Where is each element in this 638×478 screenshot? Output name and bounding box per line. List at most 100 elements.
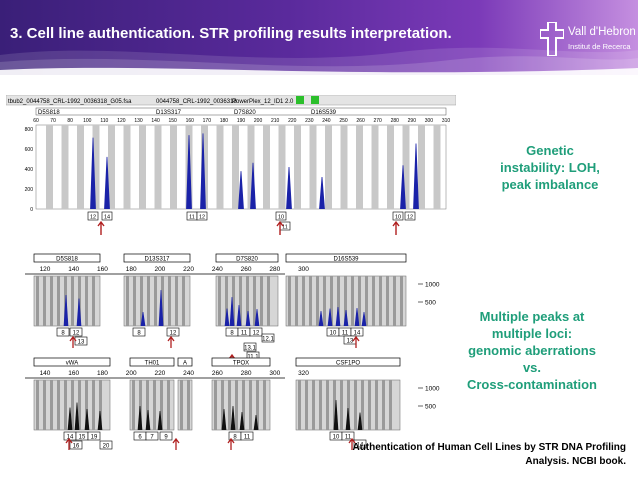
bin-stripe [182, 276, 185, 326]
top-x-tick-label: 170 [203, 118, 212, 124]
bin-stripe [154, 276, 157, 326]
red-arrow-icon [227, 437, 235, 450]
bin-stripe [433, 125, 441, 209]
locus-box [33, 357, 111, 367]
allele-box [249, 327, 263, 337]
bin-stripe [288, 276, 291, 326]
bin-stripe [92, 276, 95, 326]
peak [104, 156, 110, 210]
bin-stripe [302, 276, 305, 326]
bin-stripe [263, 380, 266, 430]
bin-stripe [247, 125, 255, 209]
bin-stripe [298, 380, 301, 430]
bin-stripe [153, 380, 156, 430]
allele-label: 10 [395, 214, 401, 220]
bin-stripe [216, 125, 224, 209]
status-green-icon-2 [311, 96, 319, 104]
bottom-x-tick-label: 220 [154, 370, 165, 377]
locus-box [129, 357, 175, 367]
top-y-tick-label: 400 [25, 167, 34, 173]
bin-stripe [326, 380, 329, 430]
allele-box [145, 431, 159, 441]
bin-stripe [312, 380, 315, 430]
allele-box [101, 211, 113, 221]
peak [186, 135, 192, 210]
bin-stripe [400, 276, 403, 326]
allele-label: 8 [233, 434, 237, 440]
bin-stripe [123, 125, 131, 209]
status-green-icon [296, 96, 304, 104]
red-arrow-icon [172, 437, 180, 450]
allele-label: 10 [278, 214, 284, 220]
bottom-x-tick-label: 240 [212, 266, 223, 273]
bin-stripe [167, 380, 170, 430]
peak [327, 308, 333, 327]
bin-stripe [354, 380, 357, 430]
peak [229, 296, 235, 327]
bottom-x-tick-label: 180 [97, 370, 108, 377]
locus-box [177, 357, 193, 367]
bin-stripe [50, 276, 53, 326]
peak [254, 308, 260, 327]
bin-stripe [387, 125, 394, 209]
bottom-x-tick-label: 300 [298, 266, 309, 273]
top-x-tick-label: 300 [425, 118, 434, 124]
top-electropherogram: tbub2_0044758_CRL-1992_0036318_G05.fsa 0… [6, 95, 456, 235]
allele-label: 13.1 [244, 345, 256, 351]
top-x-tick-label: 130 [134, 118, 143, 124]
peak [90, 137, 96, 210]
peak [345, 407, 351, 431]
red-arrow-icon [69, 335, 77, 348]
allele-box [404, 211, 416, 221]
bin-stripe [294, 125, 301, 209]
bottom-x-tick-label: 140 [68, 266, 79, 273]
bin-stripe [57, 276, 60, 326]
bin-stripe [214, 380, 217, 430]
bin-stripe [221, 380, 224, 430]
bin-stripe [139, 125, 146, 209]
allele-label: 15 [79, 434, 86, 440]
peak [343, 309, 349, 327]
note-genetic-instability: Genetic instability: LOH, peak imbalance [470, 142, 630, 193]
locus-label-4: D16S539 [311, 110, 337, 116]
allele-box [69, 327, 83, 337]
peak [238, 171, 244, 210]
citation: Authentication of Human Cell Lines by ST… [336, 441, 626, 469]
bottom-x-tick-label: 280 [241, 370, 252, 377]
allele-box [87, 211, 99, 221]
file-name-2: 0044758_CRL-1992_0036318 [156, 99, 237, 105]
top-x-tick-label: 280 [391, 118, 400, 124]
allele-label: 14 [67, 434, 74, 440]
allele-label: 11 [345, 434, 352, 440]
allele-label: 11 [342, 330, 349, 336]
bottom-y-tick-label: 1000 [425, 282, 440, 289]
bottom-x-tick-label: 300 [269, 370, 280, 377]
allele-label: 12 [170, 330, 177, 336]
top-x-tick-label: 310 [442, 118, 451, 124]
red-arrow-icon [97, 220, 105, 235]
bin-stripe [218, 276, 221, 326]
allele-label: 11 [282, 224, 288, 230]
locus-box [33, 253, 101, 263]
peak [84, 408, 90, 431]
red-arrow-icon [65, 437, 73, 450]
bin-stripe [170, 125, 177, 209]
locus-box [295, 357, 401, 367]
bin-stripe [242, 380, 245, 430]
locus-box [285, 253, 407, 263]
allele-label: 13 [347, 338, 354, 344]
peak [357, 412, 363, 431]
bin-stripe [239, 276, 242, 326]
allele-box [353, 439, 367, 449]
bin-stripe [263, 125, 270, 209]
peak [76, 298, 82, 327]
red-arrow-icon [392, 220, 400, 235]
bin-stripe [71, 276, 74, 326]
top-x-tick-label: 160 [186, 118, 195, 124]
top-y-tick-label: 200 [25, 187, 34, 193]
bottom-x-tick-label: 220 [183, 266, 194, 273]
bottom-x-tick-label: 200 [154, 266, 165, 273]
bottom-x-tick-label: 160 [97, 266, 108, 273]
